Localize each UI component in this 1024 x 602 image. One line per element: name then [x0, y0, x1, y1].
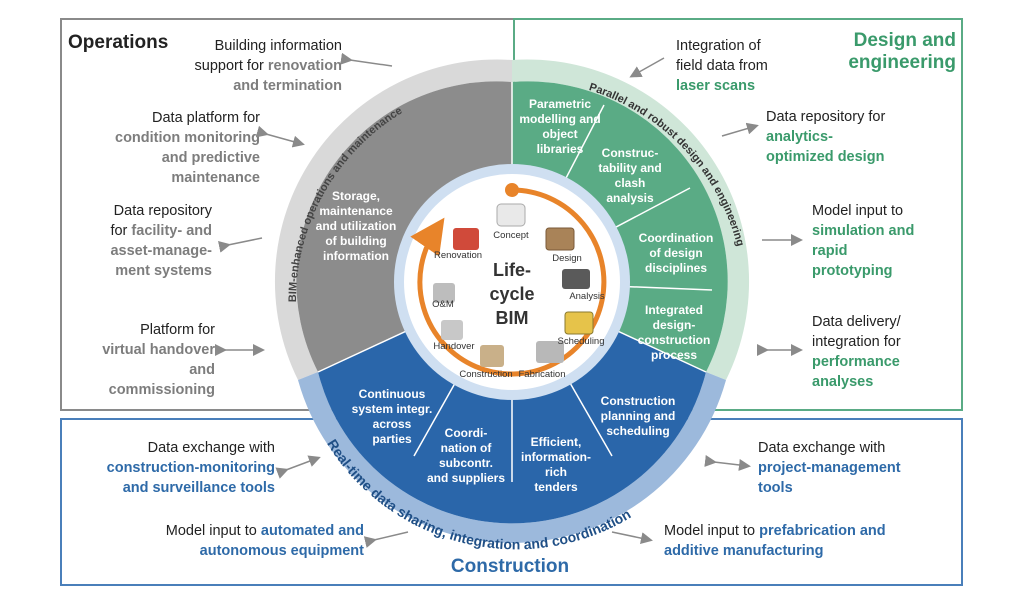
ops-segment-l5: information [323, 249, 389, 263]
fabrication-icon [536, 341, 564, 363]
ops-ring [274, 59, 512, 380]
ops-item-facility-management: Data repository for facility- and asset-… [110, 203, 212, 279]
construction-seg4-l2: planning and [601, 409, 676, 423]
phase-design: Design [552, 253, 582, 264]
construction-item-project-management: Data exchange with project-management to… [758, 440, 901, 496]
construction-seg2-l1: Coordi- [445, 426, 488, 440]
ops-item-condition-monitoring: Data platform for condition monitoring a… [115, 110, 260, 186]
arrow-con-2 [363, 531, 409, 548]
ops-segment-l1: Storage, [332, 189, 380, 203]
arrow-con-1 [275, 455, 321, 479]
arrow-ops-3 [217, 237, 263, 253]
design-seg4-l3: construction [638, 333, 711, 347]
construction-seg1-l3: across [373, 417, 412, 431]
lifecycle-arrow [410, 187, 607, 377]
center-title-l3: BIM [496, 308, 529, 328]
phase-handover: Handover [433, 341, 474, 352]
center-title-l1: Life- [493, 260, 531, 280]
construction-seg1-l1: Continuous [359, 387, 426, 401]
construction-item-automated-equipment: Model input to automated and autonomous … [165, 523, 364, 559]
phase-fabrication: Fabrication [519, 369, 566, 380]
design-seg3-l2: of design [649, 246, 702, 260]
design-item-simulation: Model input to simulation and rapid prot… [812, 203, 915, 279]
construction-seg2-l3: subcontr. [439, 456, 493, 470]
om-icon [433, 283, 455, 303]
design-seg4-l4: process [651, 348, 697, 362]
center-title-l2: cycle [489, 284, 534, 304]
construction-title: Construction [450, 556, 570, 577]
design-seg2-l4: analysis [606, 191, 654, 205]
construction-seg2-l2: nation of [441, 441, 493, 455]
design-seg3-l1: Coordination [639, 231, 714, 245]
ops-segment-l2: maintenance [319, 204, 393, 218]
design-icon [545, 227, 575, 251]
design-seg1-l4: libraries [537, 142, 584, 156]
operations-title: Operations [68, 32, 169, 53]
design-seg2-l1: Construc- [602, 146, 659, 160]
arrow-con-3 [704, 454, 751, 471]
renovation-icon [453, 228, 479, 250]
construction-seg1-l4: parties [372, 432, 412, 446]
design-seg4-l2: design- [653, 318, 696, 332]
construction-seg3-l1: Efficient, [531, 435, 582, 449]
design-ring [512, 59, 750, 380]
design-title: Design and engineering [848, 30, 956, 73]
construction-ring [298, 372, 726, 543]
construction-seg4-l3: scheduling [606, 424, 669, 438]
design-item-analytics: Data repository for analytics- optimized… [766, 109, 886, 165]
phase-scheduling: Scheduling [557, 336, 604, 347]
construction-icon [480, 345, 504, 367]
phase-concept: Concept [493, 230, 529, 241]
phase-om: O&M [432, 299, 454, 310]
design-seg2-l2: tability and [598, 161, 661, 175]
design-seg2-l3: clash [615, 176, 646, 190]
arrow-design-1 [629, 57, 665, 78]
arrow-ops-2 [255, 125, 305, 148]
design-seg1-l2: modelling and [519, 112, 600, 126]
design-seg1-l3: object [542, 127, 577, 141]
design-item-laser-scans: Integration of field data from laser sca… [676, 38, 768, 94]
arrow-con-4 [611, 531, 653, 545]
concept-icon [496, 203, 526, 227]
phase-renovation: Renovation [434, 250, 482, 261]
construction-seg3-l4: tenders [534, 480, 578, 494]
phase-analysis: Analysis [569, 291, 605, 302]
design-seg4-l1: Integrated [645, 303, 703, 317]
arrow-design-2 [721, 122, 759, 137]
ops-segment-l3: and utilization [316, 219, 397, 233]
design-seg1-l1: Parametric [529, 97, 591, 111]
construction-item-monitoring: Data exchange with construction-monitori… [106, 440, 275, 496]
construction-seg3-l3: rich [545, 465, 567, 479]
construction-seg4-l1: Construction [601, 394, 676, 408]
ops-item-renovation: Building information support for renovat… [194, 38, 342, 94]
construction-seg2-l4: and suppliers [427, 471, 505, 485]
ops-segment-l4: of building [325, 234, 386, 248]
analysis-icon [562, 269, 590, 289]
phase-icons [433, 203, 594, 367]
construction-item-prefabrication: Model input to prefabrication and additi… [664, 523, 886, 559]
design-seg3-l3: disciplines [645, 261, 707, 275]
handover-icon [441, 320, 463, 340]
lifecycle-start-dot [505, 183, 519, 197]
construction-seg3-l2: information- [521, 450, 591, 464]
arrow-ops-1 [340, 52, 393, 67]
design-item-performance: Data delivery/ integration for performan… [812, 314, 901, 390]
construction-seg1-l2: system integr. [352, 402, 433, 416]
scheduling-icon [564, 311, 594, 335]
phase-construction: Construction [459, 369, 512, 380]
ops-item-virtual-handover: Platform for virtual handover and commis… [102, 322, 215, 398]
